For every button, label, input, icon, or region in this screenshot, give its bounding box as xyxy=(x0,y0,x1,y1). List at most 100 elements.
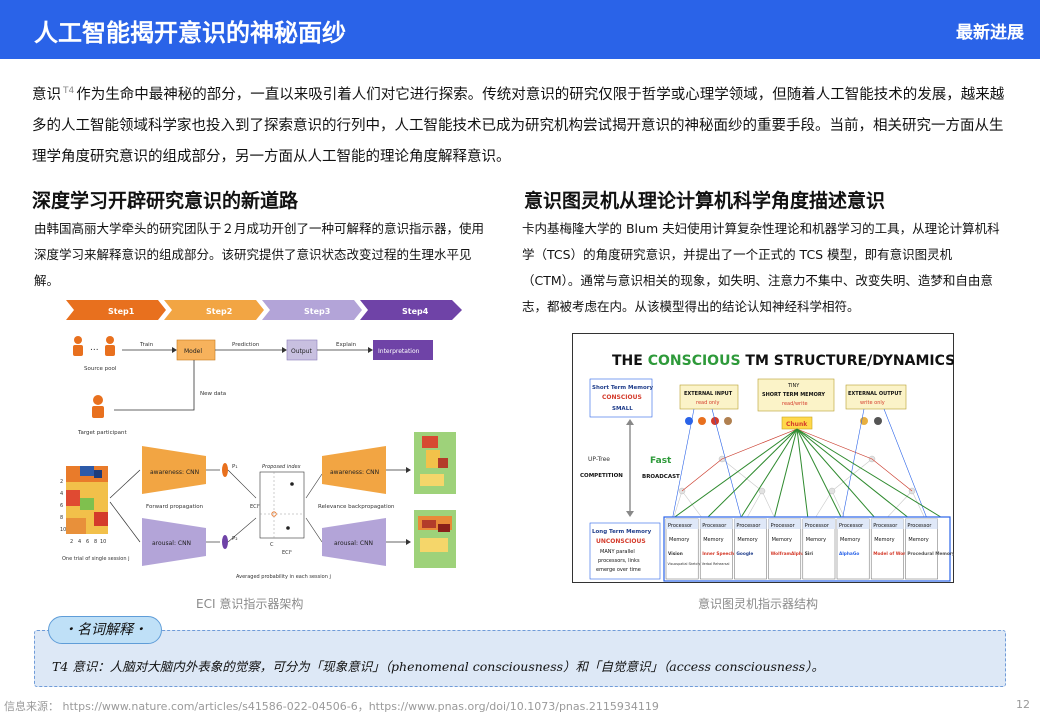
processor-sublabel: Verbal Rehearsal xyxy=(702,562,730,566)
source-pool-icon xyxy=(73,336,115,356)
left-paragraph: 由韩国高丽大学牵头的研究团队于２月成功开创了一种可解释的意识指示器，使用深度学习… xyxy=(34,221,485,288)
explain-label: Explain xyxy=(336,342,357,348)
step3-label: Step3 xyxy=(304,307,330,316)
eci-x-label: ECIʰ xyxy=(282,550,292,556)
processor-header xyxy=(837,519,870,529)
svg-text:6: 6 xyxy=(60,503,63,509)
step1-arrow xyxy=(66,300,166,320)
header-bar: 人工智能揭开意识的神秘面纱 最新进展 xyxy=(0,0,1040,59)
step3-arrow xyxy=(262,300,362,320)
heatmap-x-ticks: 2 4 6 8 10 xyxy=(70,539,106,545)
svg-text:4: 4 xyxy=(60,491,63,497)
svg-text:EXTERNAL OUTPUT: EXTERNAL OUTPUT xyxy=(848,391,902,397)
red-up-lines xyxy=(681,428,913,492)
processor-name: AlphaGo xyxy=(839,551,859,557)
trial-heatmap xyxy=(66,466,108,534)
processor-label: Processor xyxy=(702,523,727,529)
arousal-cnn-left xyxy=(142,518,206,566)
memory-label: Memory xyxy=(908,537,928,543)
new-data-label: New data xyxy=(200,391,226,397)
svg-text:emerge over time: emerge over time xyxy=(596,567,641,573)
memory-label: Memory xyxy=(874,537,894,543)
broadcast-label: BROADCAST xyxy=(642,474,680,480)
processor-label: Processor xyxy=(668,523,693,529)
svg-text:processors, links: processors, links xyxy=(598,558,640,564)
fast-label: Fast xyxy=(650,456,672,466)
processor-header xyxy=(666,519,699,529)
svg-text:4: 4 xyxy=(78,539,81,545)
svg-text:Long Term Memory: Long Term Memory xyxy=(592,529,652,535)
intro-text: 作为生命中最神秘的部分，一直以来吸引着人们对它进行探索。传统对意识的研究仅限于哲… xyxy=(32,87,1005,165)
svg-text:read/write: read/write xyxy=(782,401,808,407)
memory-label: Memory xyxy=(806,537,826,543)
svg-text:Short Term Memory: Short Term Memory xyxy=(592,385,653,391)
p2-node xyxy=(222,535,228,549)
processor-name: Siri xyxy=(805,551,814,557)
processor-name: Inner Speech xyxy=(702,551,734,557)
interpretation-box xyxy=(373,340,433,360)
processor-label: Processor xyxy=(771,523,796,529)
svg-text:CONSCIOUS: CONSCIOUS xyxy=(602,394,642,401)
glossary-tab: ・名词解释・ xyxy=(48,616,162,644)
step2-arrow xyxy=(164,300,264,320)
step4-arrow xyxy=(360,300,462,320)
section-tag: 最新进展 xyxy=(956,23,1024,43)
svg-text:UNCONSCIOUS: UNCONSCIOUS xyxy=(596,538,646,545)
svg-text:8: 8 xyxy=(60,515,63,521)
processor-header xyxy=(905,519,938,529)
memory-label: Memory xyxy=(840,537,860,543)
processor-label: Processor xyxy=(736,523,761,529)
svg-text:MANY parallel: MANY parallel xyxy=(600,549,635,555)
page-number: 12 xyxy=(1016,698,1030,711)
step1-label: Step1 xyxy=(108,307,135,316)
intro-lead: 意识 xyxy=(32,87,61,103)
processor-header xyxy=(871,519,904,529)
footnote-marker: T4 xyxy=(63,86,75,96)
ctm-title: THE CONSCIOUS TM STRUCTURE/DYNAMICS xyxy=(612,353,954,369)
awareness-cnn-right-label: awareness: CNN xyxy=(330,469,379,476)
right-figure-caption: 意识图灵机指示器结构 xyxy=(698,597,819,611)
forward-propagation-label: Forward propagation xyxy=(146,504,204,510)
arousal-cnn-left-label: arousal: CNN xyxy=(152,540,191,547)
processor-name: Vision xyxy=(668,551,683,557)
processor-name: Model of World xyxy=(873,551,910,557)
interpretation-label: Interpretation xyxy=(378,348,420,355)
svg-text:read only: read only xyxy=(696,400,719,406)
svg-text:8: 8 xyxy=(94,539,97,545)
memory-label: Memory xyxy=(737,537,757,543)
arousal-relevance-map xyxy=(414,510,456,568)
ctm-structure-figure: THE CONSCIOUS TM STRUCTURE/DYNAMICS Shor… xyxy=(572,333,954,583)
tiny-stm-box xyxy=(757,378,835,412)
arousal-cnn-right xyxy=(322,518,386,566)
svg-text:SMALL: SMALL xyxy=(612,406,633,412)
processor-sublabel: Visuospatial Sketchpad xyxy=(668,562,706,566)
awareness-cnn-left xyxy=(142,446,206,494)
memory-label: Memory xyxy=(772,537,792,543)
awareness-cnn-right xyxy=(322,446,386,494)
trial-label: One trial of single session j xyxy=(62,556,130,562)
target-participant-icon xyxy=(92,395,104,418)
c-label: C xyxy=(270,542,274,548)
source-footer: 信息来源： https://www.nature.com/articles/s4… xyxy=(4,700,659,713)
processor-label: Processor xyxy=(907,523,932,529)
arousal-cnn-right-label: arousal: CNN xyxy=(334,540,373,547)
p1-node xyxy=(222,463,228,477)
processor-label: Processor xyxy=(805,523,830,529)
proposed-index-label: Proposed index xyxy=(262,464,301,470)
processor-label: Processor xyxy=(873,523,898,529)
processor-header xyxy=(768,519,801,529)
svg-text:10: 10 xyxy=(100,539,106,545)
processor-header xyxy=(802,519,835,529)
output-label: Output xyxy=(291,348,312,355)
processor-header xyxy=(700,519,733,529)
right-paragraph: 卡内基梅隆大学的 Blum 夫妇使用计算复杂性理论和机器学习的工具，从理论计算机… xyxy=(522,221,1000,314)
prediction-label: Prediction xyxy=(232,342,260,348)
svg-text:SHORT TERM MEMORY: SHORT TERM MEMORY xyxy=(762,392,825,398)
eci-y-label: ECIʰ xyxy=(250,504,260,510)
p1-label: P₁ xyxy=(232,464,238,470)
new-data-arrow xyxy=(114,360,195,411)
relevance-backprop-label: Relevance backpropagation xyxy=(318,504,395,510)
awareness-cnn-left-label: awareness: CNN xyxy=(150,469,199,476)
eci-point xyxy=(271,511,277,517)
